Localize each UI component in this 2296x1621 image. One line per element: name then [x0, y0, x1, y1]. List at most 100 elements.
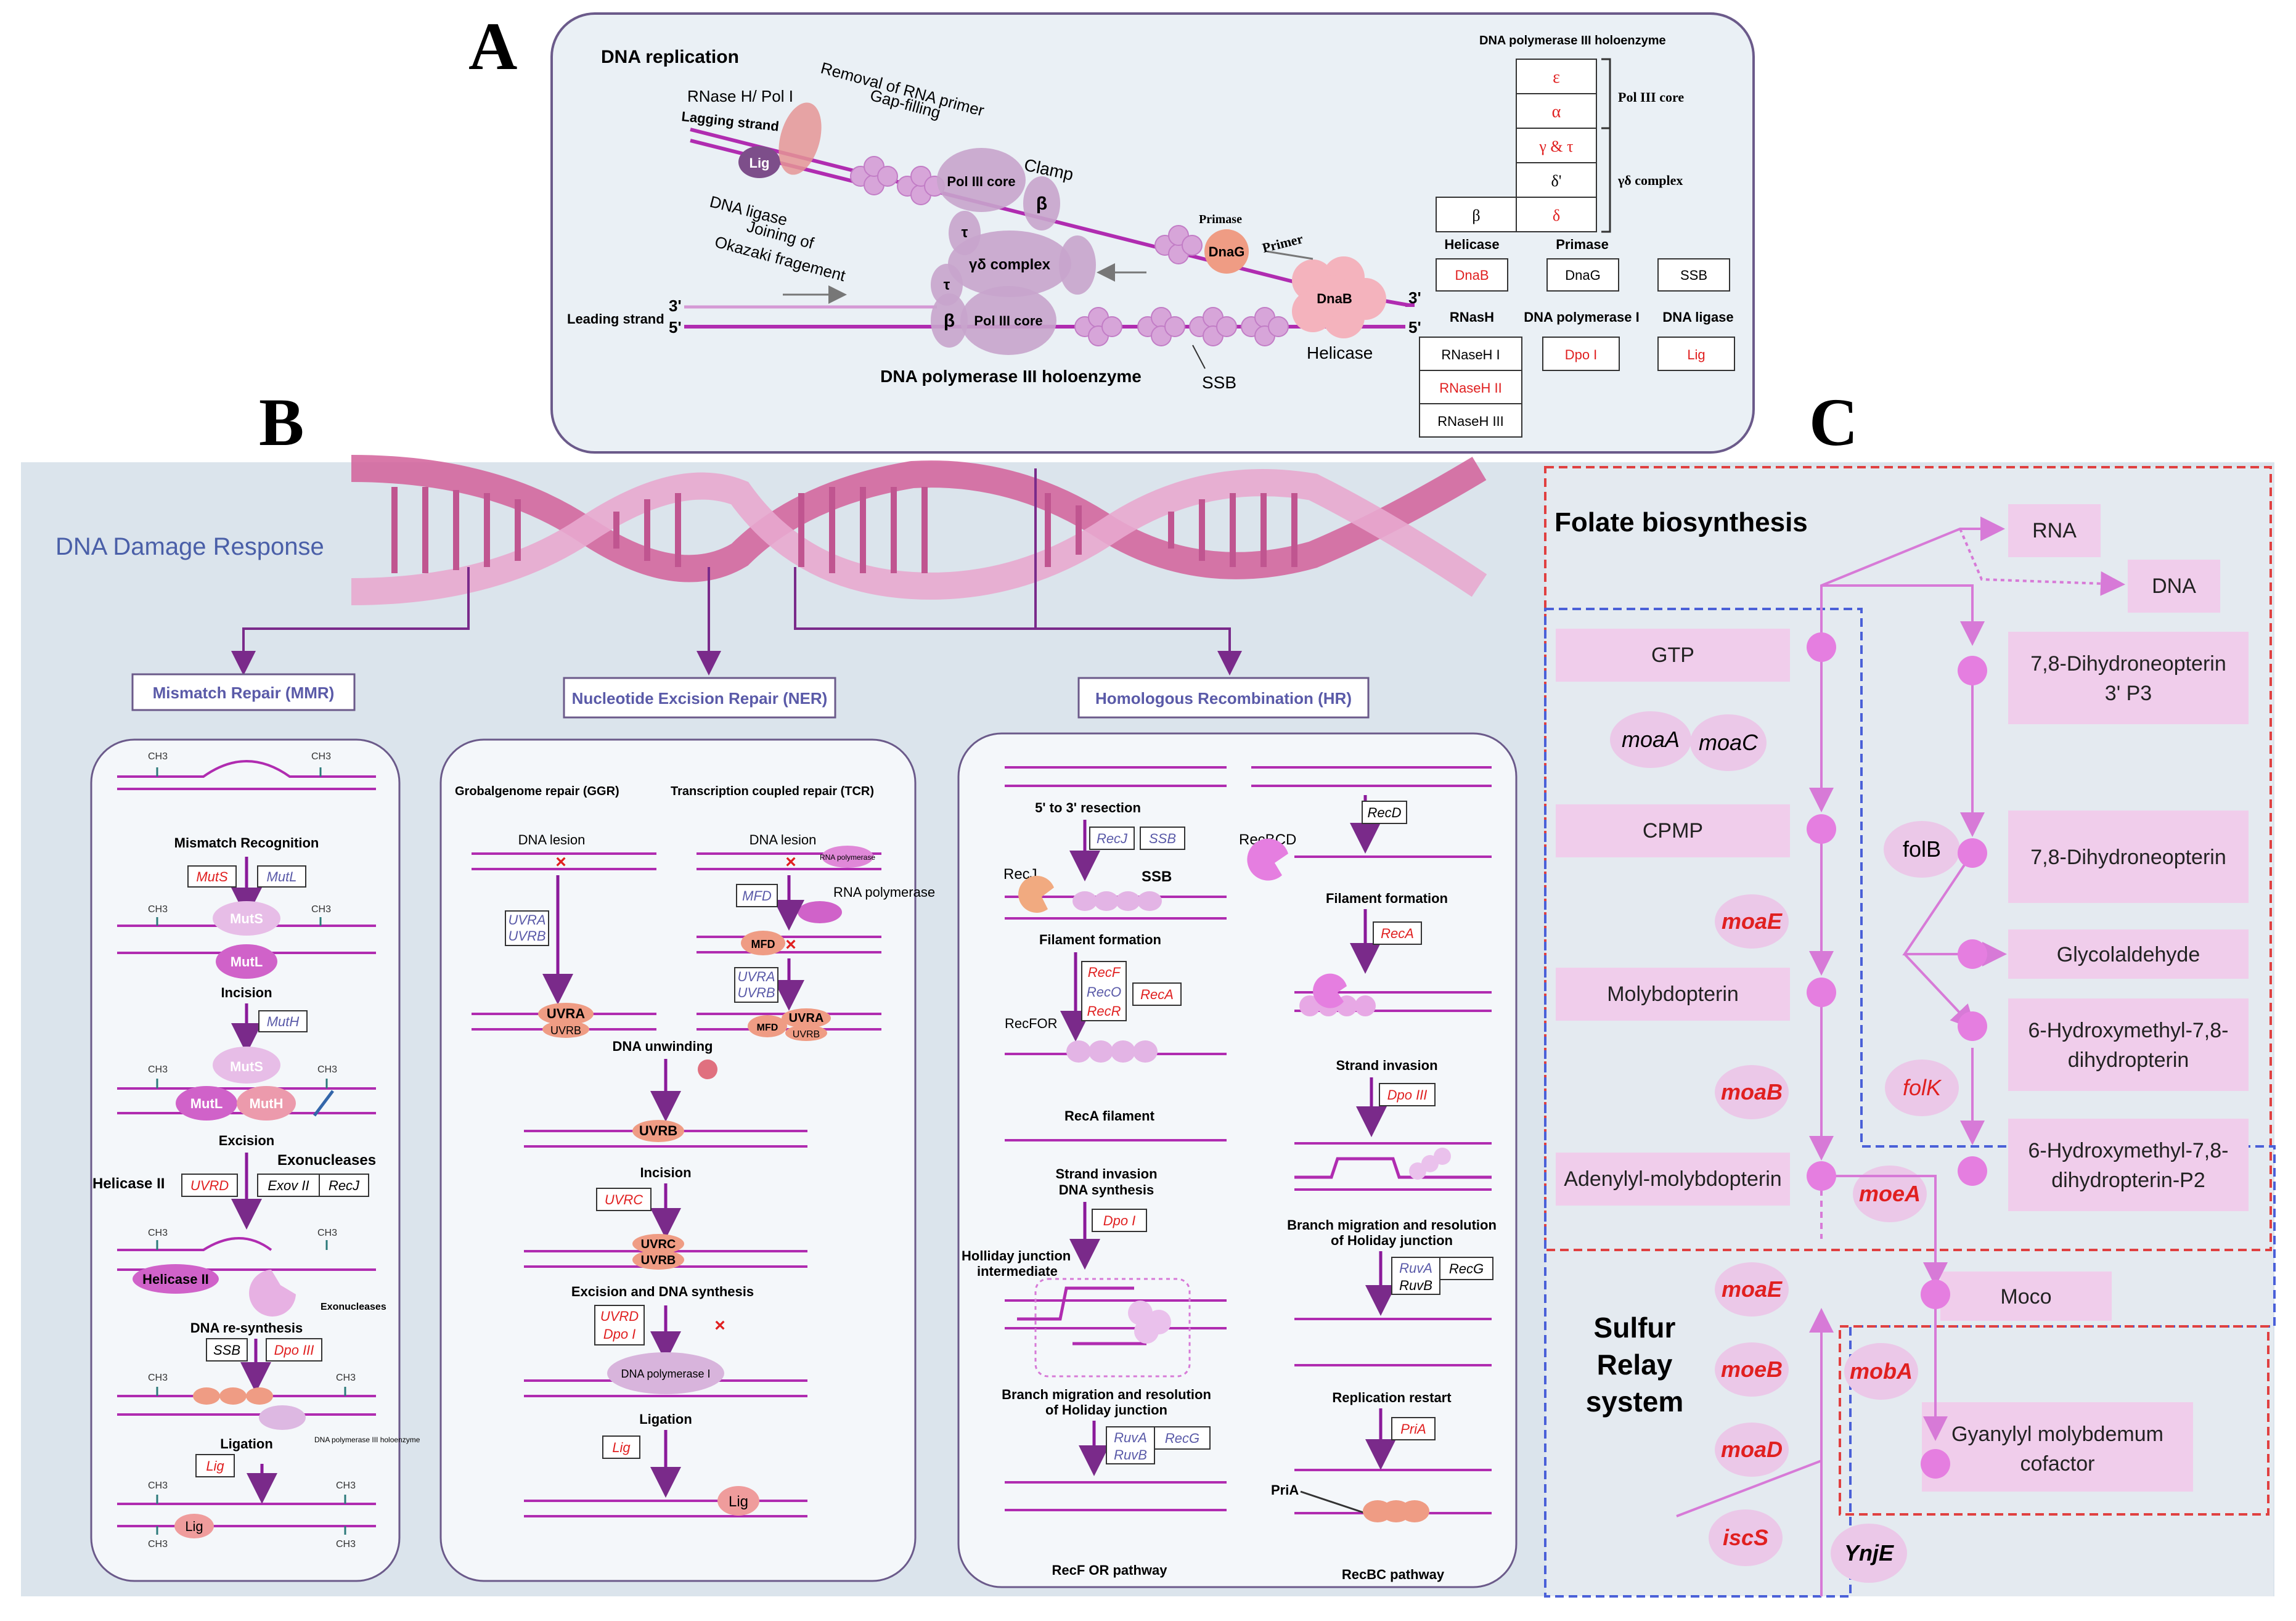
- ner-dpo1-tag: Dpo I: [603, 1326, 636, 1342]
- primase-label: Primase: [1199, 213, 1242, 226]
- ner-uvrb-blob: UVRB: [639, 1123, 677, 1138]
- ssb-hr-label: SSB: [1142, 868, 1172, 885]
- gmc-label-1: Gyanylyl molybdemum: [1951, 1423, 2163, 1446]
- rna-polymerase-blob-2: [798, 901, 842, 923]
- mutl-blob-2-label: MutL: [190, 1096, 223, 1111]
- dhnp3p-box: [2008, 632, 2249, 724]
- ner-column: Grobalgenome repair (GGR) Transcription …: [439, 738, 935, 1582]
- hr-title-box: [1077, 677, 1370, 719]
- gene-moac: moaC: [1699, 730, 1759, 755]
- rnaseh-protein: [778, 102, 822, 175]
- fork-5prime: 5': [1408, 318, 1421, 337]
- dna-unwinding-label: DNA unwinding: [613, 1039, 713, 1054]
- dnab-helicase: [1292, 256, 1386, 338]
- excision-synth-label: Excision and DNA synthesis: [571, 1284, 754, 1299]
- lig-protein: [738, 146, 780, 178]
- gene-moea: moeA: [1859, 1181, 1921, 1206]
- row-delta-prime: δ': [1551, 172, 1562, 190]
- gmc-box: [1922, 1402, 2193, 1492]
- helicase2-blob-label: Helicase II: [142, 1272, 209, 1287]
- h-dpol1: DNA polymerase I: [1524, 309, 1639, 325]
- ggr-lesion-label: DNA lesion: [518, 832, 586, 847]
- hr-ruva-tag-2: RuvA: [1399, 1260, 1432, 1276]
- gene-moab: moaB: [1721, 1079, 1783, 1104]
- hmd-label-2: dihydropterin: [2068, 1048, 2189, 1072]
- gtp-label: GTP: [1651, 643, 1694, 667]
- ner-lig-tag: Lig: [612, 1440, 631, 1455]
- mmr-ch3-5: CH3: [148, 1064, 168, 1075]
- gd-bracket-label: γδ complex: [1617, 173, 1683, 188]
- leading-label: Leading strand: [567, 311, 664, 327]
- hmdp2-box: [2008, 1119, 2249, 1211]
- dnag-label: DnaG: [1209, 244, 1245, 259]
- svg-text:×: ×: [714, 1315, 725, 1336]
- exonucleases-small-label: Exonucleases: [321, 1302, 386, 1312]
- pol3-core-top: [937, 148, 1026, 212]
- glycol-label: Glycolaldehyde: [2057, 943, 2200, 966]
- holoenzyme-label: DNA polymerase III holoenzyme: [880, 367, 1142, 386]
- rna-polymerase-blob-1: [822, 846, 873, 868]
- branch-label-2a: of Holiday junction: [1045, 1402, 1167, 1418]
- cpmp-box: [1556, 804, 1790, 857]
- mmr-ch3-4: CH3: [311, 904, 331, 915]
- sulfur-title-2: Relay: [1597, 1349, 1673, 1381]
- pol3-holoenzyme-table: DNA polymerase III holoenzyme ε α γ & τ …: [1419, 34, 1735, 438]
- hmd-label-1: 6-Hydroxymethyl-7,8-: [2028, 1019, 2229, 1042]
- hr-recj-tag: RecJ: [1097, 831, 1128, 846]
- node-dhnp3p: [1958, 656, 1987, 685]
- resynthesis-label: DNA re-synthesis: [190, 1320, 303, 1336]
- mmr-ch3-14: CH3: [336, 1539, 356, 1550]
- a-title: DNA replication: [601, 47, 739, 67]
- helicase2-label: Helicase II: [92, 1175, 165, 1192]
- tbl-rnaseh1: RNaseH I: [1441, 347, 1500, 362]
- mutl-blob-2: [176, 1086, 237, 1121]
- incision-label: Incision: [221, 985, 272, 1000]
- hmdp2-label-1: 6-Hydroxymethyl-7,8-: [2028, 1139, 2229, 1162]
- node-hmdp2: [1958, 1156, 1987, 1186]
- hr-recr-tag: RecR: [1087, 1003, 1121, 1019]
- node-hmd: [1958, 1011, 1987, 1041]
- ner-title-box: [563, 677, 836, 719]
- tcr-uvrb-blob: UVRB: [793, 1029, 820, 1040]
- h-rnash: RNasH: [1450, 309, 1494, 325]
- hr-ssb-tag: SSB: [1149, 831, 1176, 846]
- ssb-proteins-leading: [1074, 307, 1289, 346]
- panel-letter-a: A: [468, 9, 517, 84]
- ggr-uvrb-blob: UVRB: [550, 1024, 581, 1037]
- filament-label-1: Filament formation: [1039, 932, 1161, 947]
- gene-folb: folB: [1903, 836, 1941, 862]
- gene-sr-moad: moaD: [1721, 1437, 1783, 1462]
- ddr-tree: [231, 468, 1242, 676]
- moco-node-box: [1940, 1272, 2112, 1321]
- leading-3prime: 3': [669, 296, 682, 315]
- excision-label: Excision: [219, 1133, 274, 1148]
- hr-reco-tag: RecO: [1087, 984, 1121, 1000]
- muts-blob-2-label: MutS: [230, 1059, 263, 1074]
- gtp-box: [1556, 629, 1790, 682]
- ner-lig-blob: Lig: [729, 1493, 748, 1510]
- sulfur-title-3: system: [1586, 1386, 1684, 1418]
- mmr-ch3-1: CH3: [148, 751, 168, 762]
- ssb-label: SSB: [1202, 373, 1236, 392]
- svg-text:×: ×: [785, 852, 796, 872]
- tcr-uvra-blob: UVRA: [789, 1011, 824, 1025]
- strand-inv-synth-2: DNA synthesis: [1059, 1182, 1154, 1198]
- gene-folk: folK: [1903, 1075, 1942, 1100]
- hr-ruva-tag-1: RuvA: [1114, 1430, 1147, 1445]
- strand-inv-synth-1: Strand invasion: [1055, 1166, 1157, 1182]
- mmr-muts-tag: MutS: [196, 869, 228, 884]
- hr-recg-tag-2: RecG: [1449, 1261, 1484, 1276]
- mutl-blob-1: [216, 944, 277, 979]
- moba-box: [1839, 1325, 2269, 1516]
- replication-restart-label: Replication restart: [1332, 1390, 1452, 1405]
- h-lig: DNA ligase: [1662, 309, 1733, 325]
- dhnp3p-label-2: 3' P3: [2105, 682, 2152, 705]
- hr-recd-tag: RecD: [1367, 805, 1401, 820]
- fork-3prime: 3': [1408, 288, 1421, 307]
- branch-label-1a: Branch migration and resolution: [1002, 1387, 1211, 1402]
- mmr-muth-tag: MutH: [267, 1014, 300, 1029]
- recfor-label: RecFOR: [1005, 1016, 1058, 1031]
- gene-moba: mobA: [1850, 1358, 1913, 1384]
- dna-label: DNA: [2152, 574, 2196, 598]
